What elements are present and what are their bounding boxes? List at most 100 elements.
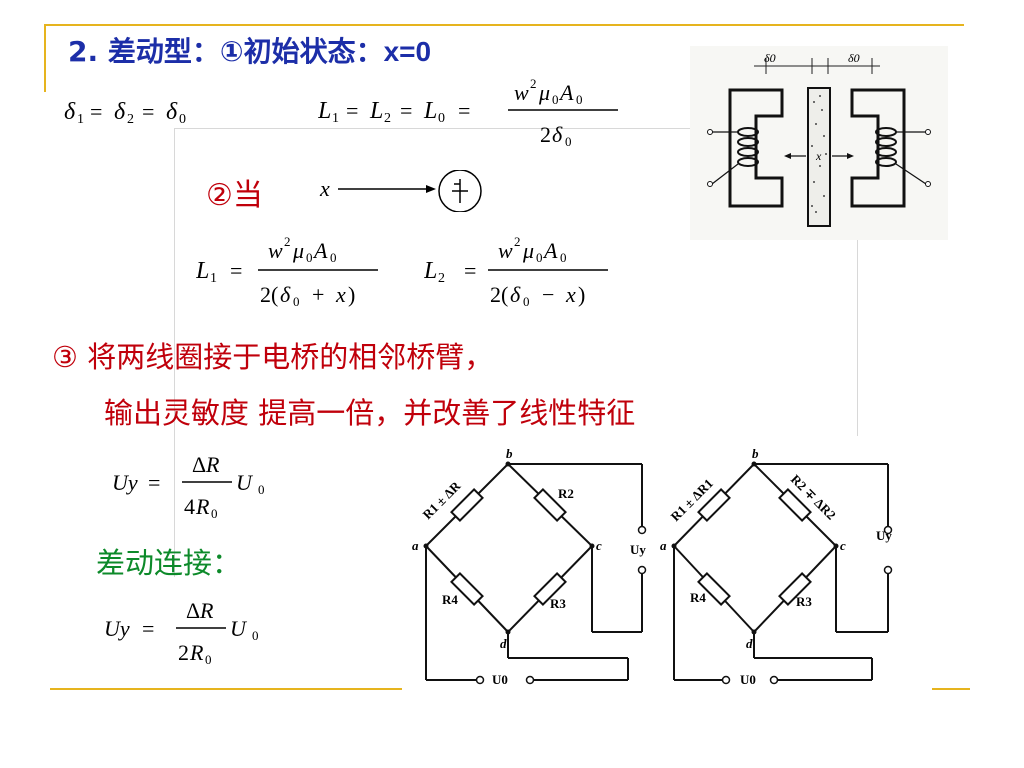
title-condition: x=0 xyxy=(383,36,432,67)
svg-text:A: A xyxy=(542,238,558,263)
svg-text:δ: δ xyxy=(64,99,76,125)
svg-text:A: A xyxy=(312,238,328,263)
svg-text:0: 0 xyxy=(560,250,567,265)
svg-text:=: = xyxy=(464,258,476,283)
svg-text:0: 0 xyxy=(552,92,559,107)
svg-text:Δ: Δ xyxy=(186,598,200,623)
svg-text:δ: δ xyxy=(510,282,521,307)
svg-text:Uy: Uy xyxy=(112,470,138,495)
top-rule xyxy=(44,24,964,26)
bridge2-node-a: a xyxy=(660,538,667,553)
svg-text:2: 2 xyxy=(540,122,551,147)
inductance-equation: L 1 = L 2 = L 0 = w 2 μ 0 A 0 2 δ 0 xyxy=(317,70,628,160)
sensor-x-label: x xyxy=(815,149,822,163)
svg-text:0: 0 xyxy=(306,250,313,265)
differential-label: 差动连接： xyxy=(96,546,242,580)
svg-text:=: = xyxy=(90,99,102,124)
step2-label: ②当 xyxy=(206,178,263,213)
bridge2-uy-label: Uy xyxy=(876,528,892,543)
slide-title: 2. 差动型：①初始状态：x=0 xyxy=(68,30,431,70)
bridge2-r4-label: R4 xyxy=(690,590,706,605)
svg-text:0: 0 xyxy=(258,482,265,497)
svg-text:1: 1 xyxy=(332,111,339,126)
svg-text:w: w xyxy=(268,238,283,263)
svg-text:=: = xyxy=(230,258,242,283)
bridge1-node-c: c xyxy=(596,538,602,553)
bridge1-uy-label: Uy xyxy=(630,542,646,557)
svg-text:x: x xyxy=(565,282,576,307)
svg-text:x: x xyxy=(319,176,330,201)
svg-text:A: A xyxy=(558,80,574,105)
svg-text:2: 2 xyxy=(530,76,537,91)
step3-line1: ③ 将两线圈接于电桥的相邻桥臂， xyxy=(52,340,494,374)
bridge2-node-d: d xyxy=(746,636,753,651)
svg-text:L: L xyxy=(423,98,437,124)
svg-text:2: 2 xyxy=(384,111,391,126)
svg-text:=: = xyxy=(458,98,470,123)
svg-text:δ: δ xyxy=(280,282,291,307)
left-accent-bar xyxy=(44,24,46,92)
svg-text:0: 0 xyxy=(293,294,300,309)
svg-text:L: L xyxy=(196,258,209,284)
svg-text:0: 0 xyxy=(179,112,186,127)
svg-text:0: 0 xyxy=(211,506,218,521)
svg-text:2: 2 xyxy=(438,271,445,286)
svg-text:0: 0 xyxy=(252,628,259,643)
bridge-1 xyxy=(425,463,643,681)
svg-text:=: = xyxy=(346,98,358,123)
svg-text:+: + xyxy=(312,282,324,307)
svg-text:0: 0 xyxy=(438,111,445,126)
l2-displaced-equation: L 2 = w 2 μ 0 A 0 2( δ 0 − x ) xyxy=(423,230,614,320)
bridge-circuits-figure: b a c d R1 ± ΔR R2 R4 R3 Uy U0 xyxy=(402,436,932,690)
svg-text:0: 0 xyxy=(536,250,543,265)
bridge1-r4-label: R4 xyxy=(442,592,458,607)
svg-text:1: 1 xyxy=(77,112,84,127)
bridge1-r3-label: R3 xyxy=(550,596,566,611)
bridge1-r2-label: R2 xyxy=(558,486,574,501)
svg-text:4: 4 xyxy=(184,494,195,519)
uy-differential-equation: Uy = Δ R 2 R 0 U 0 xyxy=(104,592,284,676)
svg-text:−: − xyxy=(542,282,554,307)
differential-sensor-figure: δ0 δ0 xyxy=(690,46,948,240)
svg-text:=: = xyxy=(142,616,154,641)
bridge2-r3-label: R3 xyxy=(796,594,812,609)
svg-text:Uy: Uy xyxy=(104,616,130,641)
bridge1-node-b: b xyxy=(506,446,513,461)
x-direction-arrow: x xyxy=(316,169,486,213)
bridge2-u0-label: U0 xyxy=(740,672,756,687)
title-number: 2. xyxy=(68,35,99,68)
svg-text:=: = xyxy=(142,99,154,124)
svg-text:L: L xyxy=(369,98,383,124)
svg-text:2: 2 xyxy=(178,640,189,665)
svg-text:0: 0 xyxy=(205,652,212,667)
svg-text:): ) xyxy=(348,282,355,307)
svg-text:2(: 2( xyxy=(260,282,278,307)
svg-text:=: = xyxy=(148,470,160,495)
svg-text:2: 2 xyxy=(514,234,521,249)
step3-line2: 输出灵敏度 提高一倍，并改善了线性特征 xyxy=(104,396,636,430)
svg-text:δ: δ xyxy=(114,99,126,125)
svg-text:R: R xyxy=(199,598,214,623)
delta0-right-label: δ0 xyxy=(848,51,860,65)
l1-displaced-equation: L 1 = w 2 μ 0 A 0 2( δ 0 + x ) xyxy=(195,230,386,320)
svg-text:w: w xyxy=(514,80,529,105)
svg-text:0: 0 xyxy=(330,250,337,265)
svg-text:R: R xyxy=(195,494,210,519)
svg-text:δ: δ xyxy=(552,122,563,147)
svg-text:): ) xyxy=(578,282,585,307)
bridge2-node-b: b xyxy=(752,446,759,461)
svg-text:2: 2 xyxy=(127,112,134,127)
svg-text:0: 0 xyxy=(523,294,530,309)
image-frame xyxy=(174,128,858,577)
svg-text:U: U xyxy=(236,470,254,495)
uy-single-equation: Uy = Δ R 4 R 0 U 0 xyxy=(112,446,292,530)
svg-text:δ: δ xyxy=(166,99,178,125)
svg-text:R: R xyxy=(205,452,220,477)
delta-equation: δ 1 = δ 2 = δ 0 xyxy=(64,92,234,132)
svg-text:μ: μ xyxy=(522,238,534,263)
svg-text:0: 0 xyxy=(576,92,583,107)
delta0-left-label: δ0 xyxy=(764,51,776,65)
svg-text:μ: μ xyxy=(292,238,304,263)
svg-text:=: = xyxy=(400,98,412,123)
title-text: 差动型：①初始状态： xyxy=(107,35,384,68)
